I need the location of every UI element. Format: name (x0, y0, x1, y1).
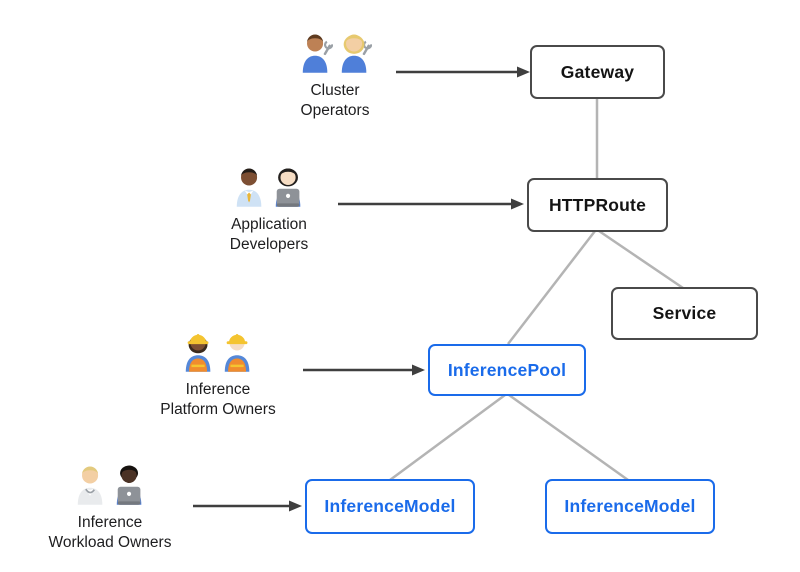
cluster-operators-label: Cluster Operators (301, 81, 370, 121)
httproute-node: HTTPRoute (527, 178, 668, 232)
person-health-worker-icon (77, 466, 102, 505)
platform-owners-emoji-pair (182, 327, 255, 373)
platform-owners-label: Inference Platform Owners (160, 380, 275, 420)
workload-owners-emoji-pair (74, 460, 147, 506)
man-construction-worker-icon (224, 333, 249, 372)
arrowhead-inferencemodel (289, 500, 302, 512)
workload-owners-label: Inference Workload Owners (49, 513, 172, 553)
application-developers-label: Application Developers (230, 215, 308, 255)
inferencepool-label: InferencePool (447, 359, 567, 380)
inferencemodel-right-node: InferenceModel (545, 479, 715, 534)
woman-mechanic-icon (341, 34, 372, 73)
service-label: Service (652, 303, 717, 323)
cluster-operators-label-line2: Operators (300, 102, 370, 120)
man-mechanic-icon (302, 34, 333, 73)
persona-cluster-operators: Cluster Operators (255, 28, 415, 121)
woman-technologist-icon (275, 168, 300, 207)
cluster-operators-label-line1: Cluster (310, 82, 360, 99)
service-node: Service (611, 287, 758, 340)
workload-owners-label-line2: Workload Owners (48, 534, 172, 552)
httproute-label: HTTPRoute (548, 194, 647, 215)
application-developers-label-line1: Application (231, 216, 307, 233)
gateway-node: Gateway (530, 45, 665, 99)
cluster-operators-emoji-pair (299, 28, 372, 74)
workload-owners-label-line1: Inference (77, 514, 143, 531)
platform-owners-label-line2: Platform Owners (160, 401, 276, 419)
inferencemodel-right-label: InferenceModel (564, 496, 696, 516)
persona-inference-workload-owners: Inference Workload Owners (15, 460, 205, 553)
arrowhead-httproute (511, 198, 524, 210)
arrowhead-inferencepool (412, 364, 425, 376)
persona-inference-platform-owners: Inference Platform Owners (123, 327, 313, 420)
woman-construction-worker-icon (185, 333, 210, 372)
man-technologist-icon (116, 465, 141, 505)
man-office-worker-icon (236, 168, 261, 207)
gateway-label: Gateway (560, 61, 635, 82)
line-inferencepool-to-inferencemodel-left (389, 393, 506, 482)
application-developers-label-line2: Developers (229, 236, 309, 254)
inferencemodel-left-node: InferenceModel (305, 479, 475, 534)
line-inferencepool-to-inferencemodel-right (508, 393, 629, 482)
application-developers-emoji-pair (233, 162, 306, 208)
platform-owners-label-line1: Inference (185, 381, 251, 398)
line-httproute-to-service (598, 229, 684, 290)
inferencepool-node: InferencePool (428, 344, 586, 396)
line-httproute-to-inferencepool (507, 230, 596, 345)
persona-application-developers: Application Developers (189, 162, 349, 255)
arrowhead-gateway (517, 66, 530, 78)
inferencemodel-left-label: InferenceModel (324, 496, 456, 516)
